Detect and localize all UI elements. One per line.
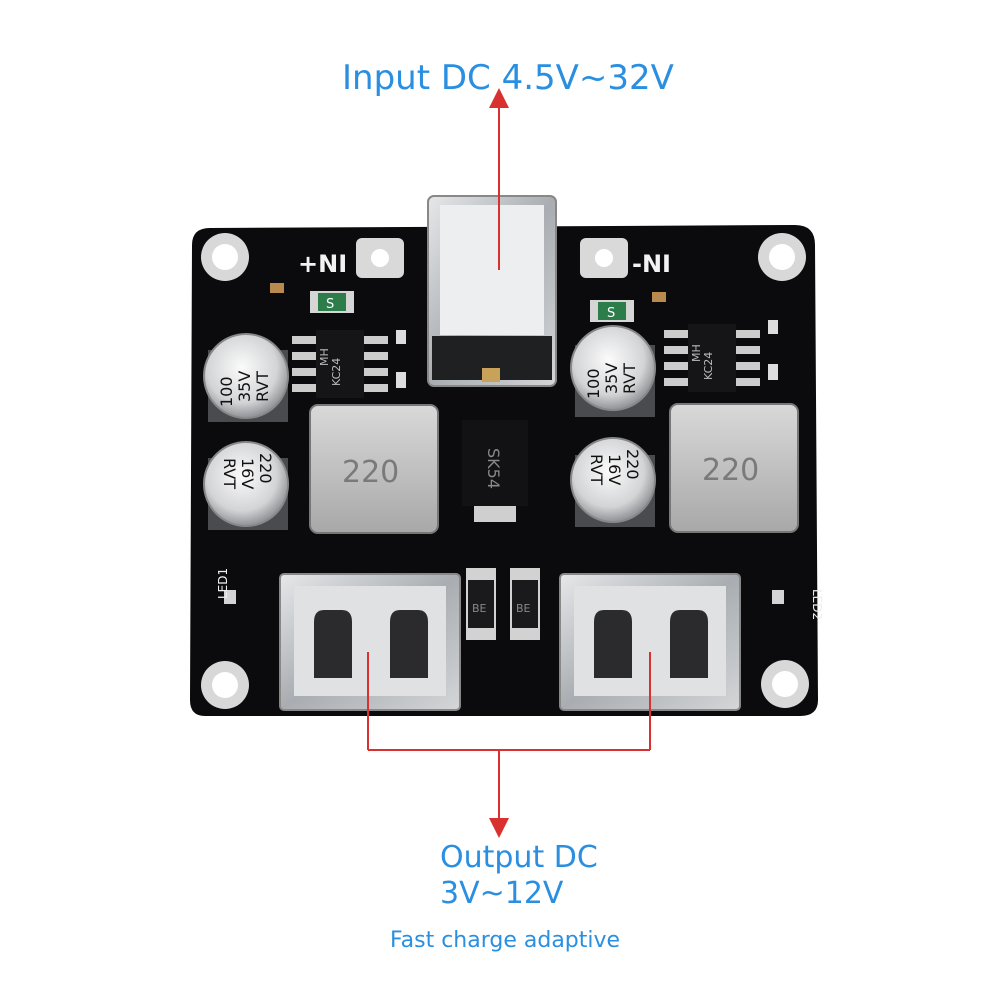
input-pads: [356, 238, 628, 278]
smd-components: [270, 283, 778, 388]
svg-text:16V: 16V: [605, 454, 624, 485]
svg-text:220: 220: [256, 453, 275, 484]
small-diode-right: BE: [510, 568, 540, 640]
schottky-diode: SK54: [462, 420, 528, 522]
ic-right: MH KC24: [664, 324, 760, 392]
svg-text:16V: 16V: [238, 458, 257, 489]
input-voltage-label: Input DC 4.5V~32V: [342, 58, 674, 98]
svg-text:MH: MH: [690, 344, 703, 362]
svg-text:35V: 35V: [602, 363, 621, 394]
capacitor-bottom-left: 220 16V RVT: [203, 441, 289, 530]
fuse-right: S: [590, 300, 634, 322]
svg-text:S: S: [607, 306, 615, 321]
usb-a-port-right: [559, 573, 741, 711]
capacitor-top-right: 100 35V RVT: [570, 325, 656, 417]
svg-text:RVT: RVT: [587, 454, 606, 485]
fast-charge-label: Fast charge adaptive: [390, 928, 621, 953]
usb-c-input-connector: [427, 195, 557, 387]
led-right: LED2: [772, 589, 824, 620]
svg-text:S: S: [326, 297, 334, 312]
svg-text:RVT: RVT: [253, 371, 272, 402]
small-diode-left: BE: [466, 568, 496, 640]
inductor-right: 220: [669, 403, 799, 533]
svg-text:LED1: LED1: [216, 568, 230, 599]
inductor-left: 220: [309, 404, 439, 534]
svg-text:KC24: KC24: [330, 358, 343, 386]
fuse-left: S: [310, 291, 354, 313]
capacitor-top-left: 100 35V RVT: [203, 333, 289, 422]
pin-label-positive: +NI: [298, 250, 347, 278]
pin-label-negative: -NI: [632, 250, 671, 278]
output-label: Output DC: [440, 840, 598, 875]
svg-text:220: 220: [342, 455, 399, 490]
usb-a-port-left: [279, 573, 461, 711]
mounting-holes: [201, 233, 809, 709]
svg-text:220: 220: [702, 453, 759, 488]
ic-left: MH KC24: [292, 330, 388, 398]
svg-text:35V: 35V: [235, 371, 254, 402]
led-left: LED1: [216, 568, 236, 604]
output-voltage-label: 3V~12V: [440, 876, 564, 911]
svg-text:RVT: RVT: [220, 458, 239, 489]
svg-text:100: 100: [217, 376, 236, 407]
svg-text:LED2: LED2: [810, 589, 824, 620]
capacitor-bottom-right: 220 16V RVT: [570, 437, 656, 527]
svg-text:SK54: SK54: [484, 448, 503, 489]
svg-text:KC24: KC24: [702, 352, 715, 380]
svg-text:BE: BE: [472, 602, 487, 615]
svg-text:100: 100: [584, 368, 603, 399]
svg-text:BE: BE: [516, 602, 531, 615]
svg-text:MH: MH: [318, 348, 331, 366]
svg-text:220: 220: [623, 449, 642, 480]
svg-text:RVT: RVT: [620, 363, 639, 394]
output-arrow: [367, 652, 651, 838]
